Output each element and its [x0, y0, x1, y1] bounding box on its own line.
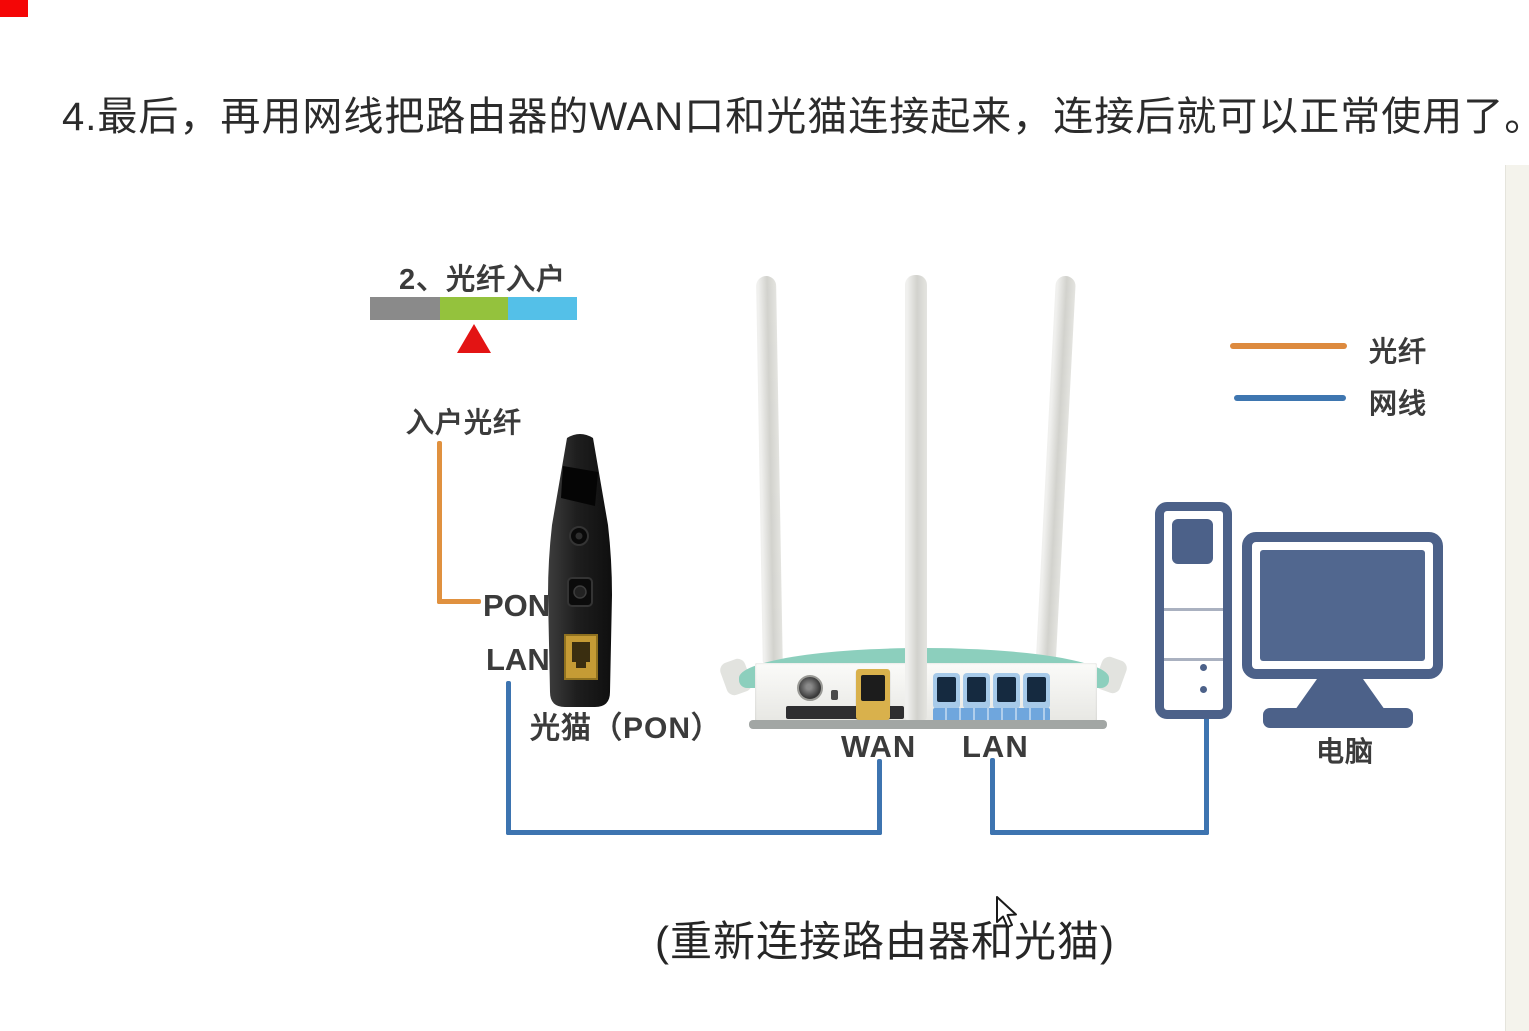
- tower-divider-2: [1164, 658, 1223, 661]
- router-base: [749, 720, 1107, 729]
- lan-port-2: [963, 673, 990, 709]
- optical-modem-device: [548, 434, 612, 707]
- right-edge-strip: [1505, 165, 1529, 1031]
- monitor-screen: [1260, 550, 1425, 661]
- legend-fiber-label: 光纤: [1369, 336, 1428, 367]
- bar-segment-1: [370, 297, 440, 320]
- monitor-stand: [1295, 677, 1385, 710]
- diagram-caption: (重新连接路由器和光猫): [655, 918, 1115, 965]
- bar-segment-2: [440, 297, 508, 320]
- tower-drive-bay: [1172, 519, 1213, 564]
- computer-label: 电脑: [1316, 736, 1375, 767]
- router-antenna-right: [1035, 275, 1076, 668]
- lan-port-4: [1023, 673, 1050, 709]
- lan-port-3: [993, 673, 1020, 709]
- modem-top-window: [561, 466, 598, 506]
- instruction-heading: 4.最后，再用网线把路由器的WAN口和光猫连接起来，连接后就可以正常使用了。: [62, 95, 1529, 139]
- legend-ethernet-line: [1234, 395, 1346, 401]
- incoming-fiber-label: 入户光纤: [406, 407, 523, 438]
- step-marker-triangle-icon: [457, 324, 491, 353]
- router-power-jack: [797, 675, 823, 701]
- ethernet-cable-modem-horizontal: [506, 830, 882, 835]
- ethernet-cable-pc-horizontal: [990, 830, 1209, 835]
- ethernet-cable-pc-vertical: [1204, 716, 1209, 835]
- computer-tower: [1155, 502, 1232, 719]
- wan-port-socket: [861, 675, 885, 701]
- router-antenna-middle: [905, 275, 927, 720]
- router-lan-ports: [933, 673, 1050, 709]
- legend-fiber-line: [1230, 343, 1347, 349]
- router-wan-label: WAN: [841, 729, 917, 764]
- modem-caption: 光猫（PON）: [530, 712, 723, 745]
- modem-pon-port-label: PON: [483, 588, 551, 623]
- corner-record-mark: [0, 0, 28, 17]
- computer-monitor: [1242, 532, 1443, 679]
- ethernet-cable-lan-vertical: [990, 758, 995, 835]
- router-antenna-left: [756, 275, 783, 665]
- bar-segment-3: [508, 297, 577, 320]
- fiber-cable-horizontal: [437, 599, 481, 604]
- tower-divider-1: [1164, 608, 1223, 611]
- fiber-cable-vertical: [437, 441, 442, 604]
- step-indicator-title: 2、光纤入户: [399, 264, 567, 296]
- router-reset-button: [831, 690, 838, 700]
- modem-lan-port-label: LAN: [486, 642, 550, 677]
- legend-ethernet-label: 网线: [1369, 388, 1428, 419]
- tower-dot-2: [1200, 686, 1207, 693]
- mouse-cursor-icon: [996, 896, 1017, 928]
- router-wan-port: [856, 669, 890, 720]
- router-lan-strip: [933, 708, 1050, 721]
- monitor-base: [1263, 708, 1413, 728]
- router-lan-label: LAN: [962, 729, 1029, 764]
- tower-dot-1: [1200, 664, 1207, 671]
- step-progress-bar: [370, 297, 577, 320]
- lan-port-1: [933, 673, 960, 709]
- ethernet-cable-modem-vertical: [506, 681, 511, 835]
- ethernet-cable-wan-vertical: [877, 759, 882, 835]
